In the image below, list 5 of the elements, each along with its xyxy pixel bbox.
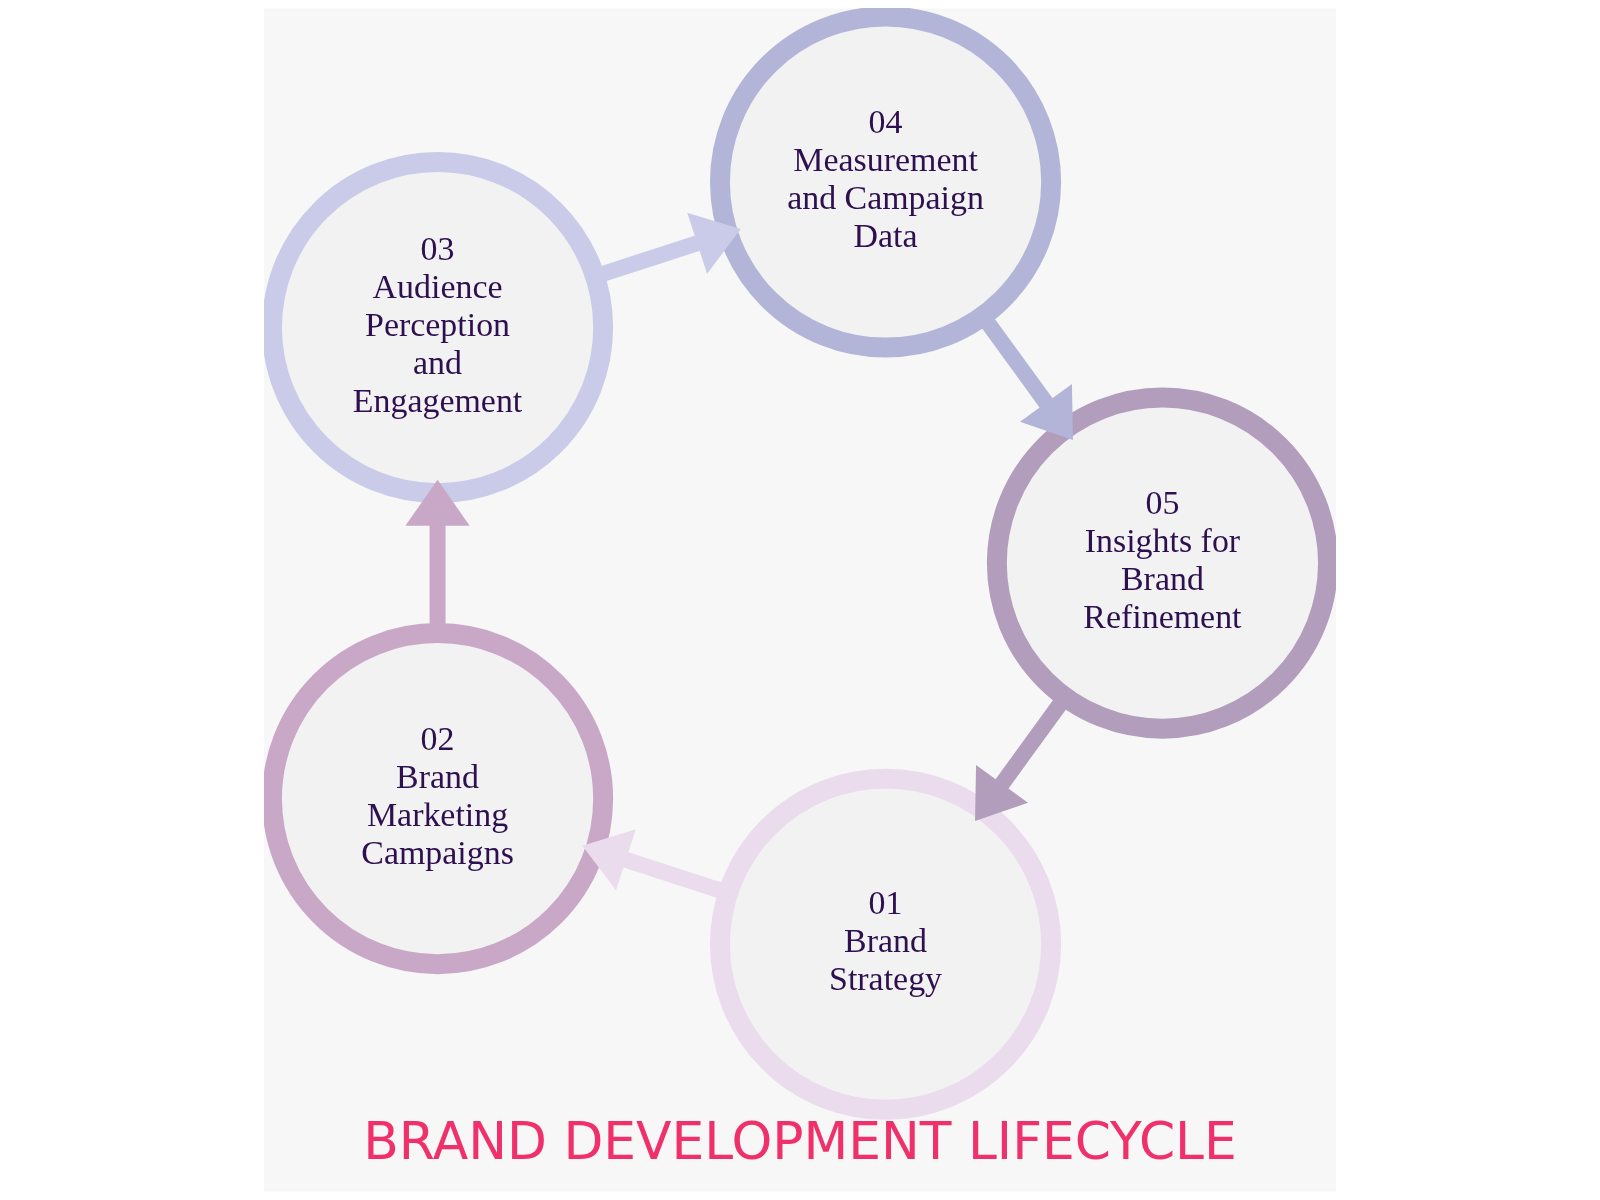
node-circle: 01 Brand Strategy <box>710 768 1062 1120</box>
node-circle: 04 Measurement and Campaign Data <box>710 8 1062 358</box>
node-circle: 05 Insights for Brand Refinement <box>986 387 1336 739</box>
node-circle: 02 Brand Marketing Campaigns <box>264 623 614 975</box>
node-circle: 03 Audience Perception and Engagement <box>264 152 614 504</box>
